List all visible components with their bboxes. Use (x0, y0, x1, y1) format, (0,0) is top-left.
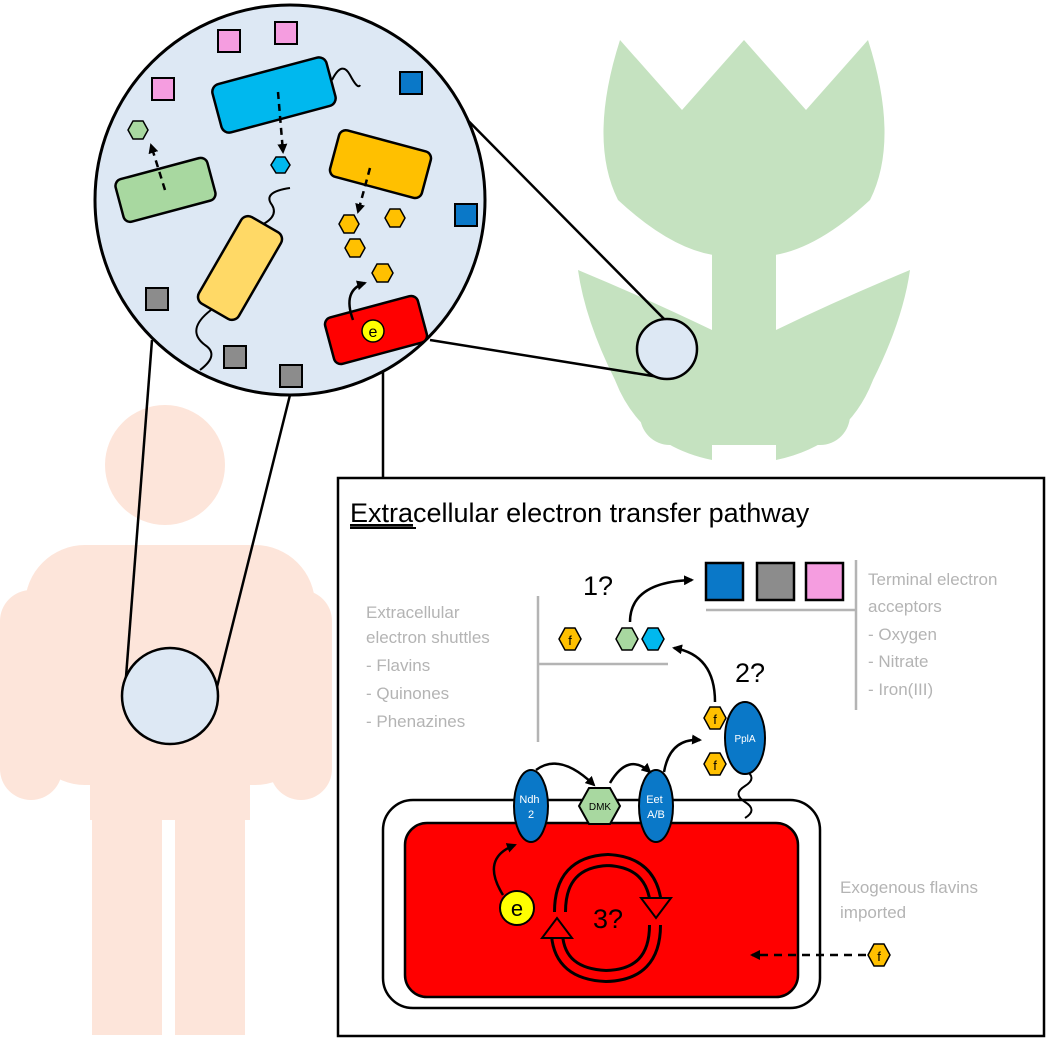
flavin-hexagon (558, 627, 582, 651)
orange-bacterium (328, 128, 433, 200)
oxygen-acceptor-square (704, 561, 745, 602)
pathway-panel: Extracellular electron transfer pathway … (336, 476, 1046, 1038)
green-bacterium (114, 156, 217, 224)
question-2: 2? (735, 658, 765, 688)
ndh2-protein (513, 769, 549, 843)
question-3: 3? (593, 904, 623, 934)
electron-label: e (369, 324, 378, 341)
phenazine-hexagon (641, 627, 665, 651)
flavin-hexagon (384, 208, 406, 228)
flavin-hexagon (703, 752, 727, 776)
gray-acceptor-square (279, 364, 303, 388)
pink-acceptor-square (217, 29, 241, 53)
dmk-hexagon (577, 787, 622, 825)
human-zoom-circle (120, 646, 220, 746)
flavin-hexagon (703, 706, 727, 730)
ppla-protein (724, 701, 766, 775)
flavin-hexagon (867, 943, 891, 967)
panel-title: Extracellular electron transfer pathway (350, 498, 810, 528)
pink-acceptor-square (274, 21, 298, 45)
gray-acceptor-square (145, 287, 169, 311)
panel-title-rest: cellular electron transfer pathway (413, 498, 810, 528)
svg-text:f: f (713, 712, 717, 727)
svg-text:f: f (568, 633, 572, 648)
plant-zoom-circle (635, 317, 699, 381)
cyan-shuttle-hexagon (270, 156, 291, 174)
iron-acceptor-square (804, 561, 845, 602)
acceptors-legend: Terminal electron acceptors - Oxygen - N… (868, 570, 1002, 699)
svg-text:Ndh 2: Ndh 2 (519, 794, 542, 821)
blue-acceptor-square (454, 203, 478, 227)
human-silhouette (0, 405, 332, 1035)
yellow-bacterium (196, 214, 284, 322)
nitrate-acceptor-square (755, 561, 796, 602)
flavin-hexagon (338, 214, 360, 234)
panel-title-underlined: Extra (350, 498, 414, 528)
eetab-protein (638, 769, 674, 843)
exogenous-label: Exogenous flavins imported (840, 878, 983, 922)
electron-icon (361, 319, 385, 343)
svg-text:e: e (511, 896, 523, 921)
svg-text:f: f (713, 758, 717, 773)
blue-acceptor-square (399, 71, 423, 95)
green-shuttle-hexagon (127, 120, 149, 140)
svg-text:Eet A/B: Eet A/B (646, 794, 666, 821)
pink-acceptor-square (151, 77, 175, 101)
question-1: 1? (583, 571, 613, 601)
electron-icon (499, 890, 535, 926)
svg-text:DMK: DMK (589, 802, 612, 813)
plant-silhouette (578, 40, 910, 460)
quinone-hexagon (615, 627, 639, 651)
svg-text:PplA: PplA (734, 734, 755, 745)
shuttles-legend: Extracellular electron shuttles - Flavin… (366, 603, 495, 731)
flavin-hexagon (344, 238, 366, 258)
svg-text:f: f (877, 949, 881, 964)
gray-acceptor-square (223, 345, 247, 369)
flavin-hexagon (371, 263, 394, 283)
microbiome-circle: e (93, 3, 487, 397)
